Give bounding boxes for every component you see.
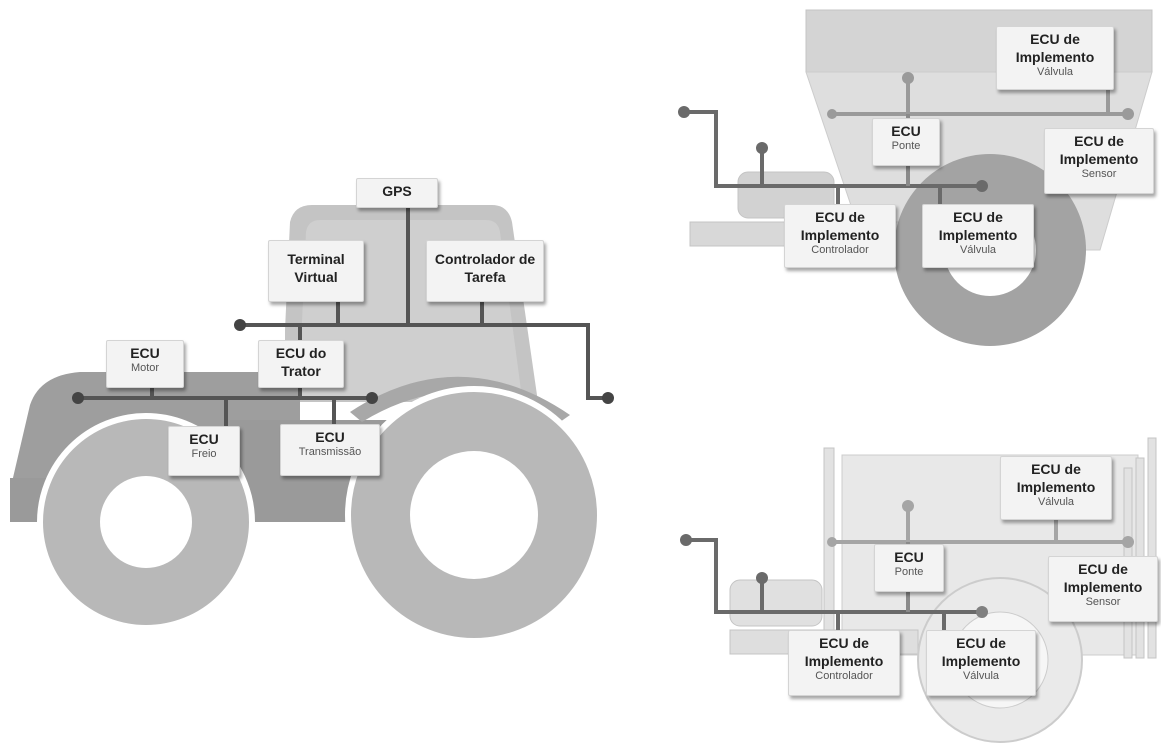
- top-ecu-sensor-label: ECU de Implemento Sensor: [1044, 128, 1154, 194]
- bottom-ecu-valve-label: ECU de Implemento Válvula: [1000, 456, 1112, 520]
- top-ecu-controller-sub: Controlador: [811, 244, 869, 256]
- top-ecu-valve-label: ECU de Implemento Válvula: [996, 26, 1114, 90]
- ecu-motor-label: ECU Motor: [106, 340, 184, 388]
- tractor-bus-lines: [78, 205, 607, 428]
- top-ecu-valve-title: ECU de Implemento: [1015, 31, 1095, 65]
- bottom-ecu-valve2-label: ECU de Implemento Válvula: [926, 630, 1036, 696]
- top-ecu-sensor-sub: Sensor: [1081, 168, 1117, 180]
- top-ecu-valve2-label: ECU de Implemento Válvula: [922, 204, 1034, 268]
- implement-bottom-post: [1147, 437, 1157, 659]
- implement-bottom-inlet-line: [686, 538, 982, 614]
- bus-terminator: [902, 72, 914, 84]
- bus-terminator: [756, 572, 768, 584]
- bus-terminator: [756, 142, 768, 154]
- bus-terminator: [234, 319, 246, 331]
- bottom-ecu-sensor-sub: Sensor: [1085, 596, 1121, 608]
- top-ecu-controller-label: ECU de Implemento Controlador: [784, 204, 896, 268]
- implement-bus-line: [240, 323, 607, 400]
- ecu-tractor-label: ECU do Trator: [258, 340, 344, 388]
- tractor-front-hub: [100, 476, 192, 568]
- task-controller-title: Controlador de Tarefa: [434, 251, 536, 285]
- implement-top-inlet-line: [684, 110, 982, 188]
- bus-terminator: [602, 392, 614, 404]
- ecu-transmission-sub: Transmissão: [298, 446, 362, 458]
- tractor-rear-hub: [410, 451, 538, 579]
- bottom-ecu-controller-label: ECU de Implemento Controlador: [788, 630, 900, 696]
- ecu-brake-label: ECU Freio: [168, 426, 240, 476]
- top-ecu-bridge-sub: Ponte: [891, 140, 921, 152]
- tractor-bus-terminators: [72, 319, 614, 404]
- top-ecu-controller-title: ECU de Implemento: [800, 209, 880, 243]
- bottom-ecu-bridge-sub: Ponte: [894, 566, 924, 578]
- top-ecu-valve-sub: Válvula: [1036, 66, 1074, 78]
- terminal-virtual-label: Terminal Virtual: [268, 240, 364, 302]
- tractor-rear-fender: [350, 376, 570, 422]
- ecu-transmission-title: ECU: [315, 429, 345, 445]
- ecu-transmission-label: ECU Transmissão: [280, 424, 380, 476]
- implement-bottom-hitch-box: [729, 579, 823, 627]
- bus-terminator: [680, 534, 692, 546]
- top-ecu-bridge-title: ECU: [891, 123, 921, 139]
- ecu-brake-title: ECU: [189, 431, 219, 447]
- bottom-ecu-controller-sub: Controlador: [815, 670, 873, 682]
- bus-terminator: [827, 537, 837, 547]
- implement-top-terminators: [678, 72, 1134, 192]
- bus-terminator: [1122, 536, 1134, 548]
- bottom-ecu-controller-title: ECU de Implemento: [804, 635, 884, 669]
- ecu-motor-title: ECU: [130, 345, 160, 361]
- bottom-ecu-bridge-label: ECU Ponte: [874, 544, 944, 592]
- bottom-ecu-sensor-label: ECU de Implemento Sensor: [1048, 556, 1158, 622]
- bottom-ecu-valve2-sub: Válvula: [962, 670, 1000, 682]
- bus-terminator: [1122, 108, 1134, 120]
- bus-terminator: [678, 106, 690, 118]
- task-controller-label: Controlador de Tarefa: [426, 240, 544, 302]
- top-ecu-valve2-sub: Válvula: [959, 244, 997, 256]
- ecu-motor-sub: Motor: [130, 362, 160, 374]
- bottom-ecu-bridge-title: ECU: [894, 549, 924, 565]
- bus-terminator: [366, 392, 378, 404]
- bus-terminator: [827, 109, 837, 119]
- gps-title: GPS: [382, 183, 412, 199]
- bus-terminator: [976, 180, 988, 192]
- implement-bottom-terminators: [680, 500, 1134, 618]
- ecu-brake-sub: Freio: [191, 448, 217, 460]
- bus-terminator: [902, 500, 914, 512]
- gps-label: GPS: [356, 178, 438, 208]
- ecu-tractor-title: ECU do Trator: [275, 345, 327, 379]
- bottom-ecu-valve-title: ECU de Implemento: [1016, 461, 1096, 495]
- bottom-ecu-valve2-title: ECU de Implemento: [941, 635, 1021, 669]
- top-ecu-sensor-title: ECU de Implemento: [1059, 133, 1139, 167]
- top-ecu-bridge-label: ECU Ponte: [872, 118, 940, 166]
- implement-bottom-post: [823, 447, 835, 659]
- terminal-virtual-title: Terminal Virtual: [287, 251, 345, 285]
- bottom-ecu-sensor-title: ECU de Implemento: [1063, 561, 1143, 595]
- top-ecu-valve2-title: ECU de Implemento: [938, 209, 1018, 243]
- bottom-ecu-valve-sub: Válvula: [1037, 496, 1075, 508]
- bus-terminator: [72, 392, 84, 404]
- bus-terminator: [976, 606, 988, 618]
